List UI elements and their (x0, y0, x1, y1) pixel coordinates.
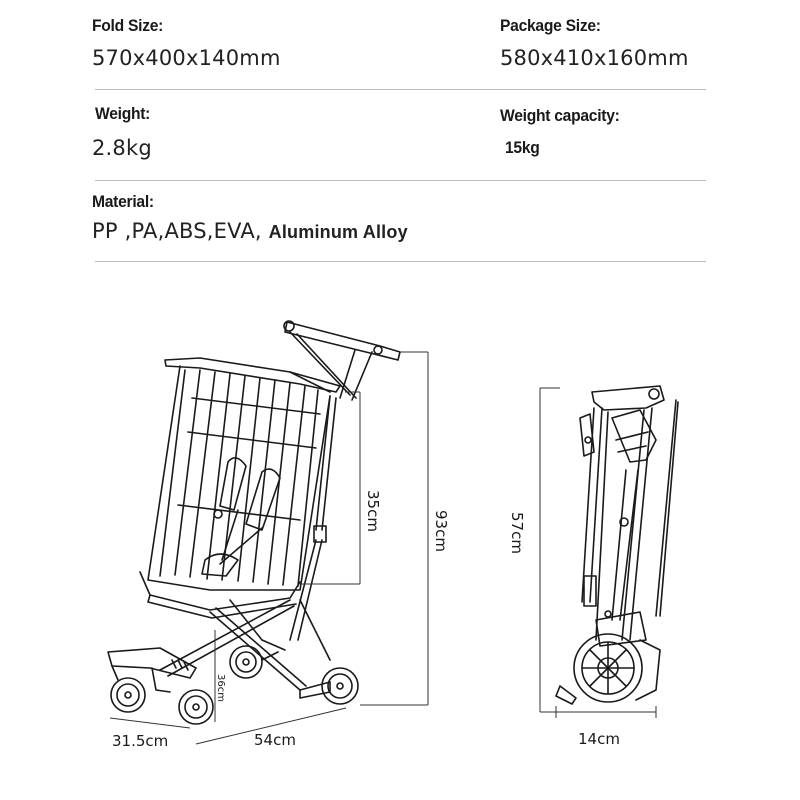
weight-value: 2.8kg (92, 136, 152, 160)
dim-seat-height: 35cm (364, 490, 382, 532)
weight-label: Weight: (95, 104, 151, 123)
package-size-label: Package Size: (500, 16, 601, 35)
divider-1 (95, 89, 706, 90)
fold-size-label: Fold Size: (92, 16, 164, 35)
material-value: PP ,PA,ABS,EVA, Aluminum Alloy (92, 219, 408, 243)
material-value-bold: Aluminum Alloy (268, 222, 408, 242)
package-size-value: 580x410x160mm (500, 46, 689, 70)
dimension-lines (109, 351, 657, 745)
dim-front-width: 31.5cm (112, 732, 168, 750)
weight-capacity-label: Weight capacity: (500, 106, 620, 125)
weight-capacity-value: 15kg (505, 138, 540, 157)
dim-length: 54cm (254, 731, 296, 749)
divider-3 (95, 261, 706, 262)
dim-total-height: 93cm (432, 510, 450, 552)
divider-2 (95, 180, 706, 181)
unfolded-stroller (107, 320, 401, 725)
material-label: Material: (92, 192, 154, 211)
fold-size-value: 570x400x140mm (92, 46, 281, 70)
dim-wheel-height: 36cm (215, 674, 226, 702)
dim-folded-depth: 14cm (578, 730, 620, 748)
material-value-plain: PP ,PA,ABS,EVA, (92, 219, 269, 243)
dim-folded-height: 57cm (508, 512, 526, 554)
folded-stroller (555, 385, 679, 705)
